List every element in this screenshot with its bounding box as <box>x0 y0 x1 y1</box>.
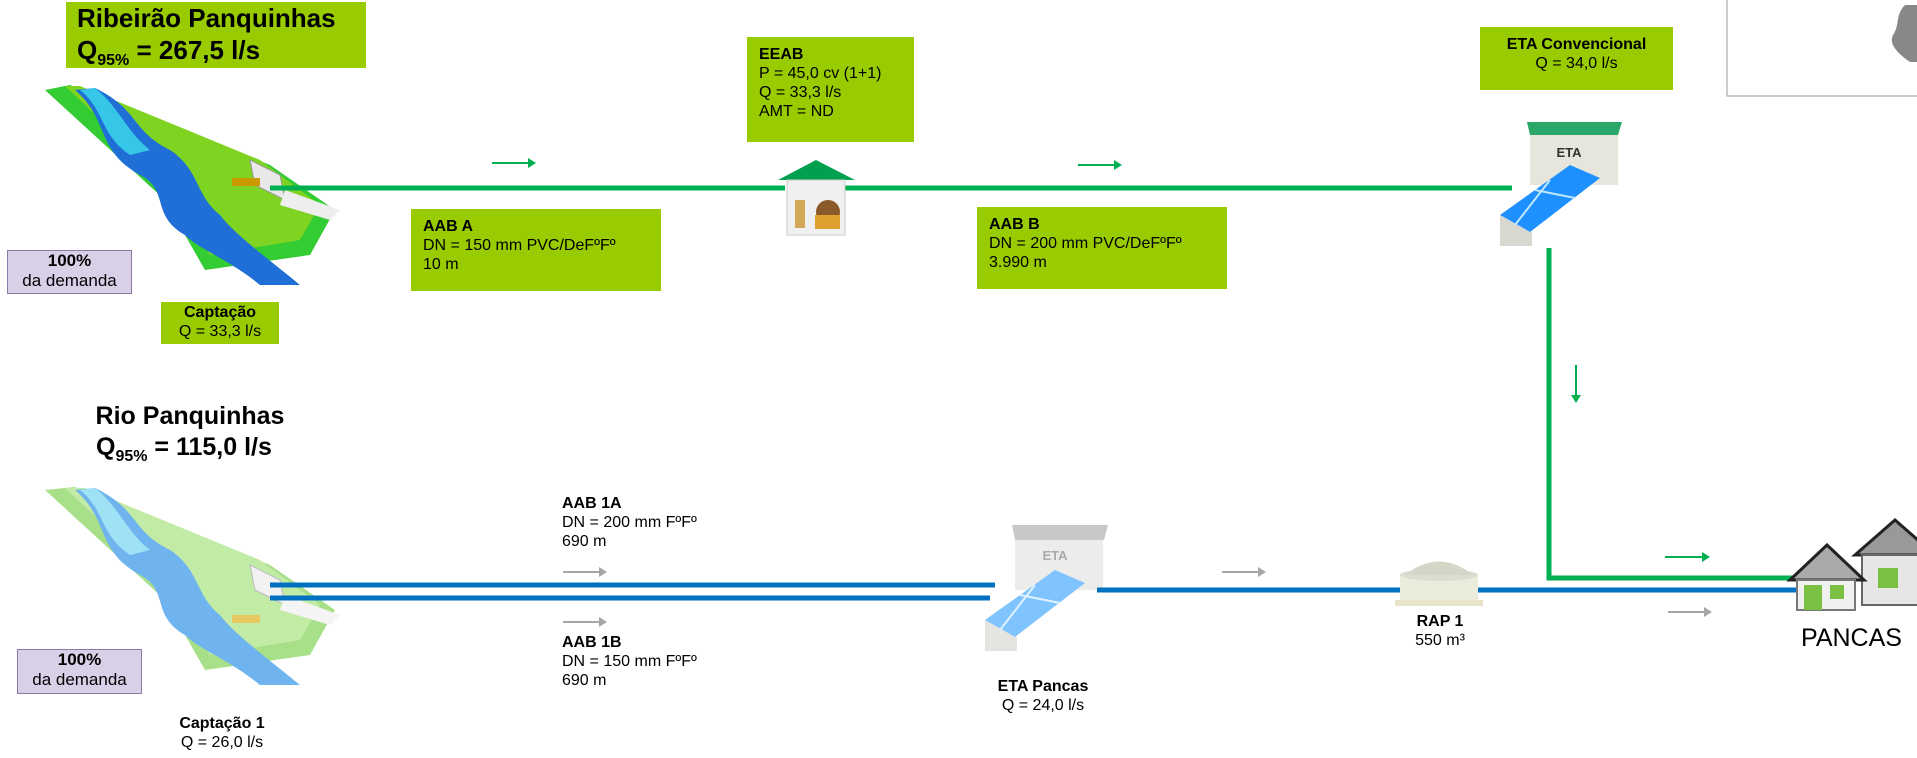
demand-label: da demanda <box>22 271 117 290</box>
aab-1a-name: AAB 1A <box>562 495 622 512</box>
source-1-title: Ribeirão Panquinhas <box>77 3 336 33</box>
reservoir-icon <box>1395 561 1483 606</box>
aab-a-name: AAB A <box>423 218 474 235</box>
eta-convencional-box: ETA Convencional Q = 34,0 l/s <box>1480 27 1673 90</box>
aab-1b-name: AAB 1B <box>562 634 622 651</box>
flow-symbol: Q <box>77 35 98 65</box>
demand-percent: 100% <box>47 251 92 270</box>
captacao-name: Captação <box>183 304 257 321</box>
flow-arrow <box>1078 160 1122 170</box>
demand-badge-1: 100% da demanda <box>7 250 132 294</box>
city-houses-icon <box>1786 518 1917 611</box>
eeab-power: P = 45,0 cv (1+1) <box>759 65 882 82</box>
flow-arrow-gray <box>1668 607 1712 617</box>
demand-badge-2: 100% da demanda <box>17 649 142 694</box>
flow-subscript: 95% <box>97 52 130 70</box>
rap1-volume: 550 m³ <box>1415 632 1465 649</box>
captacao1-flow: Q = 26,0 l/s <box>180 734 264 751</box>
eta-pancas-building: ETA <box>985 525 1108 651</box>
flow-arrow <box>1665 552 1710 562</box>
aab-b-length: 3.990 m <box>989 254 1047 271</box>
aab-1a-dn: DN = 200 mm FºFº <box>562 514 697 531</box>
captacao1-label: Captação 1 Q = 26,0 l/s <box>162 714 282 752</box>
flow-subscript: 95% <box>115 448 148 465</box>
flow-arrow-gray <box>563 617 607 627</box>
aab-1b-length: 690 m <box>562 672 607 689</box>
aab-b-name: AAB B <box>989 216 1040 233</box>
eta-pancas-name: ETA Pancas <box>997 678 1089 695</box>
flow-arrow <box>492 158 536 168</box>
flow-symbol: Q <box>96 433 116 461</box>
pump-station-icon <box>778 160 855 236</box>
source-1-flow: Q95% = 267,5 l/s <box>77 35 260 76</box>
eta-sign: ETA <box>1556 145 1582 160</box>
source-2-flow: Q95% = 115,0 l/s <box>96 432 272 472</box>
eta-sign: ETA <box>1042 548 1068 563</box>
city-name: PANCAS <box>1801 624 1902 652</box>
flow-arrow-gray <box>1222 567 1266 577</box>
rap1-name: RAP 1 <box>1416 613 1464 630</box>
river-intake-2-graphic <box>45 487 340 685</box>
source-2-title: Rio Panquinhas <box>95 402 285 430</box>
river-intake-1-graphic <box>45 85 340 285</box>
eta-pancas-label: ETA Pancas Q = 24,0 l/s <box>963 677 1123 715</box>
aab-b-box: AAB B DN = 200 mm PVC/DeFºFº 3.990 m <box>977 207 1227 289</box>
captacao-flow: Q = 33,3 l/s <box>178 323 262 340</box>
captacao1-name: Captação 1 <box>179 715 265 732</box>
flow-value: = 267,5 l/s <box>129 35 261 65</box>
demand-label: da demanda <box>32 670 127 689</box>
rap1-label: RAP 1 550 m³ <box>1390 612 1490 650</box>
flow-value: = 115,0 l/s <box>147 433 272 461</box>
aab-1a-label: AAB 1A DN = 200 mm FºFº 690 m <box>562 494 697 551</box>
eta-pancas-flow: Q = 24,0 l/s <box>1001 697 1085 714</box>
demand-percent: 100% <box>57 650 102 669</box>
pipe-eta-to-city <box>1546 248 1795 581</box>
flow-arrow-down <box>1571 365 1581 403</box>
location-inset-map <box>1726 0 1917 97</box>
eeab-name: EEAB <box>759 46 804 63</box>
source-1-box <box>66 2 366 68</box>
aab-b-dn: DN = 200 mm PVC/DeFºFº <box>989 235 1182 252</box>
eeab-amt: AMT = ND <box>759 103 834 120</box>
aab-a-box: AAB A DN = 150 mm PVC/DeFºFº 10 m <box>411 209 661 291</box>
eta-convencional-building: ETA <box>1500 122 1622 246</box>
aab-a-length: 10 m <box>423 256 459 273</box>
eta-convencional-name: ETA Convencional <box>1506 36 1647 53</box>
eta-convencional-flow: Q = 34,0 l/s <box>1535 55 1618 72</box>
captacao-box: Captação Q = 33,3 l/s <box>161 302 279 344</box>
flow-arrow-gray <box>563 567 607 577</box>
aab-1b-label: AAB 1B DN = 150 mm FºFº 690 m <box>562 633 697 690</box>
aab-1a-length: 690 m <box>562 533 607 550</box>
aab-a-dn: DN = 150 mm PVC/DeFºFº <box>423 237 616 254</box>
eeab-box: EEAB P = 45,0 cv (1+1) Q = 33,3 l/s AMT … <box>747 37 914 142</box>
aab-1b-dn: DN = 150 mm FºFº <box>562 653 697 670</box>
eeab-flow: Q = 33,3 l/s <box>759 84 842 101</box>
